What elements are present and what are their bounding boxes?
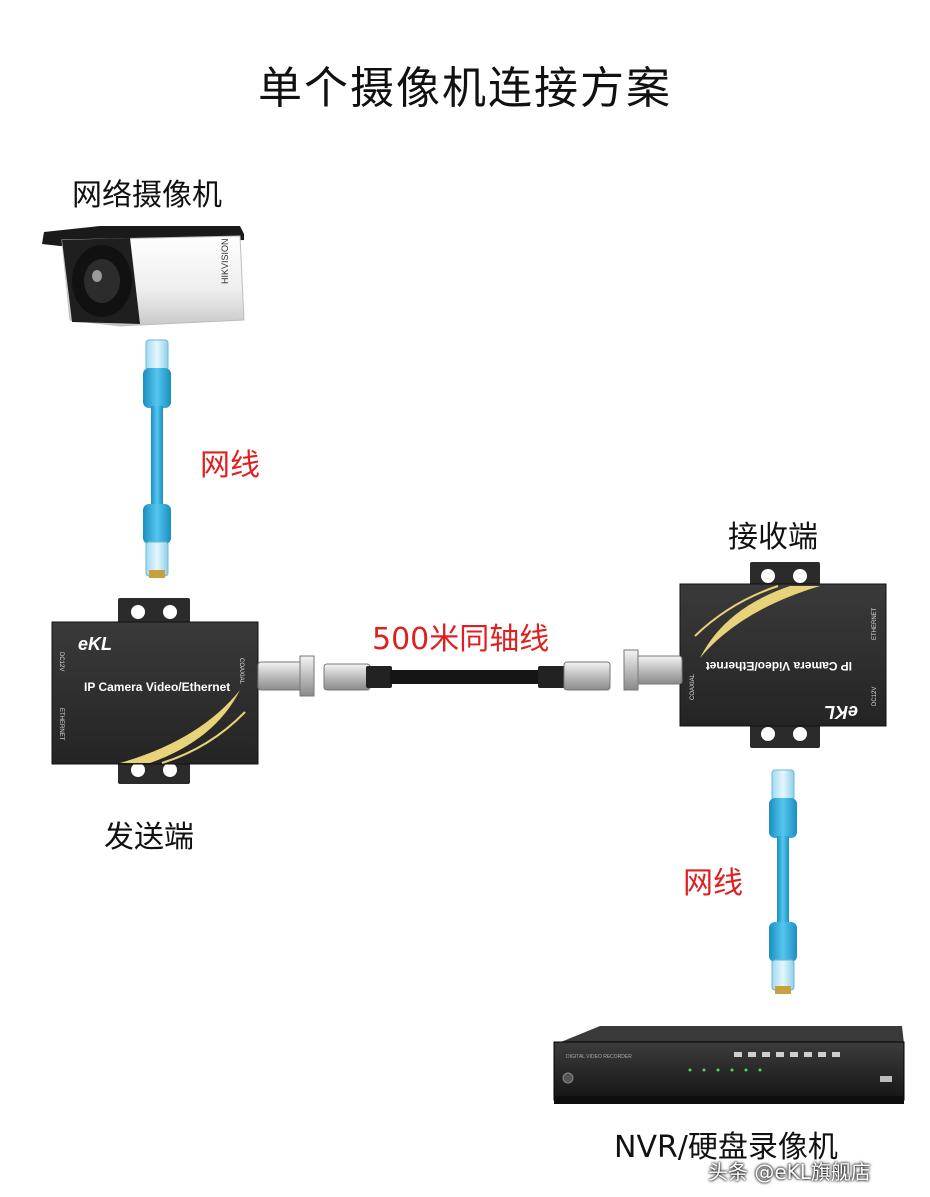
nvr-recorder: DIGITAL VIDEO RECORDER (553, 1026, 905, 1104)
receiver-port-dc: DC12V (872, 687, 878, 706)
sender-label: 发送端 (104, 820, 194, 855)
coax-cable-label: 500米同轴线 (372, 622, 550, 657)
receiver-unit: IP Camera Video/Ethernet eKL ETHERNET DC… (623, 562, 887, 748)
sender-port-dc: DC12V (58, 652, 64, 671)
sender-port-ethernet: ETHERNET (58, 708, 64, 741)
camera-brand-text: HIKVISION (220, 238, 230, 284)
nvr-label: NVR/硬盘录像机 (614, 1130, 838, 1165)
sender-logo: eKL (78, 634, 112, 654)
sender-product-text: IP Camera Video/Ethernet (84, 680, 230, 694)
receiver-label: 接收端 (728, 520, 818, 555)
watermark: 头条 @eKL旗舰店 (708, 1160, 871, 1184)
receiver-product-text: IP Camera Video/Ethernet (706, 659, 852, 673)
ethernet-cable-bottom (769, 769, 797, 994)
cable-label-bottom: 网线 (683, 866, 743, 901)
receiver-port-coaxial: COAXIAL (690, 673, 696, 700)
sender-unit: eKL IP Camera Video/Ethernet DC12V ETHER… (51, 598, 315, 784)
cable-label-top: 网线 (200, 448, 260, 483)
diagram-title: 单个摄像机连接方案 (258, 63, 672, 114)
ethernet-cable-top (143, 339, 171, 578)
network-camera: HIKVISION (42, 226, 245, 327)
receiver-logo: eKL (824, 702, 858, 722)
nvr-panel-text: DIGITAL VIDEO RECORDER (566, 1054, 632, 1060)
receiver-port-ethernet: ETHERNET (872, 607, 878, 640)
sender-port-coaxial: COAXIAL (238, 658, 244, 685)
coax-cable (323, 661, 611, 691)
camera-label: 网络摄像机 (72, 178, 222, 213)
